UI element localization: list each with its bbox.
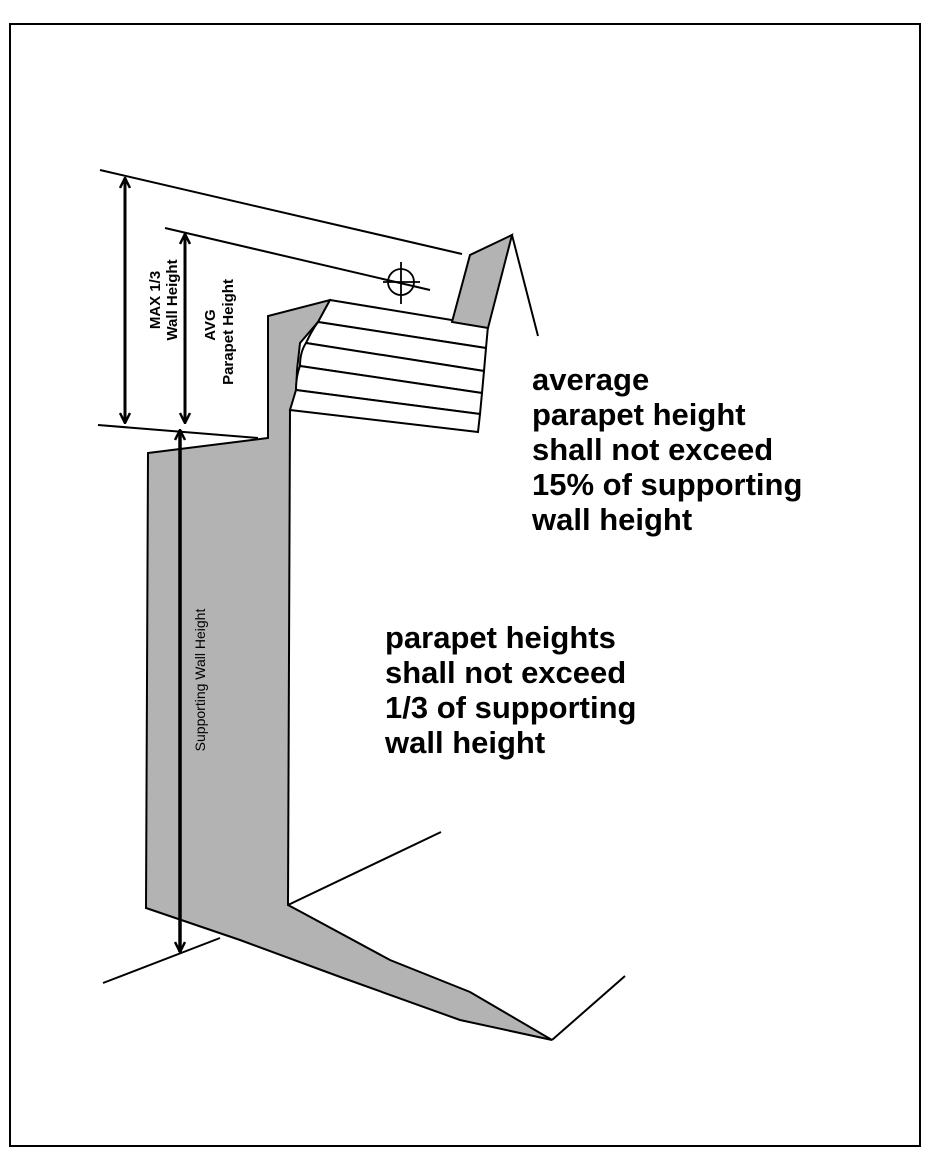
supporting-label: Supporting Wall Height bbox=[192, 609, 208, 752]
avg-top-extension bbox=[164, 227, 431, 291]
parapet-note-line: parapet heights bbox=[385, 620, 616, 655]
average-note-line: wall height bbox=[532, 502, 693, 537]
parapet-note-line: wall height bbox=[385, 725, 546, 760]
average-note-line: parapet height bbox=[532, 397, 746, 432]
diagram-border bbox=[9, 23, 921, 1147]
floor-edge-right bbox=[287, 831, 442, 906]
max-label-line1: MAX 1/3 bbox=[147, 271, 164, 329]
max-label-line2: Wall Height bbox=[164, 259, 181, 340]
parapet-note: parapet heights shall not exceed 1/3 of … bbox=[385, 620, 636, 760]
floor-edge-bottom-right bbox=[551, 975, 626, 1041]
average-note-line: 15% of supporting bbox=[532, 467, 803, 502]
cornice-steps bbox=[288, 298, 490, 434]
average-note: average parapet height shall not exceed … bbox=[532, 362, 802, 537]
floor-edge-left bbox=[102, 937, 221, 984]
avg-label-line1: AVG bbox=[202, 309, 219, 340]
peak-slope-line bbox=[511, 234, 539, 337]
average-note-line: shall not exceed bbox=[532, 432, 774, 467]
parapet-peak bbox=[450, 233, 514, 330]
avg-label-line2: Parapet Height bbox=[220, 279, 237, 385]
parapet-note-line: shall not exceed bbox=[385, 655, 627, 690]
parapet-note-line: 1/3 of supporting bbox=[385, 690, 637, 725]
max-top-extension bbox=[99, 169, 463, 255]
base-extension bbox=[97, 424, 259, 439]
average-note-line: average bbox=[532, 362, 650, 397]
centroid-symbol bbox=[383, 262, 420, 304]
